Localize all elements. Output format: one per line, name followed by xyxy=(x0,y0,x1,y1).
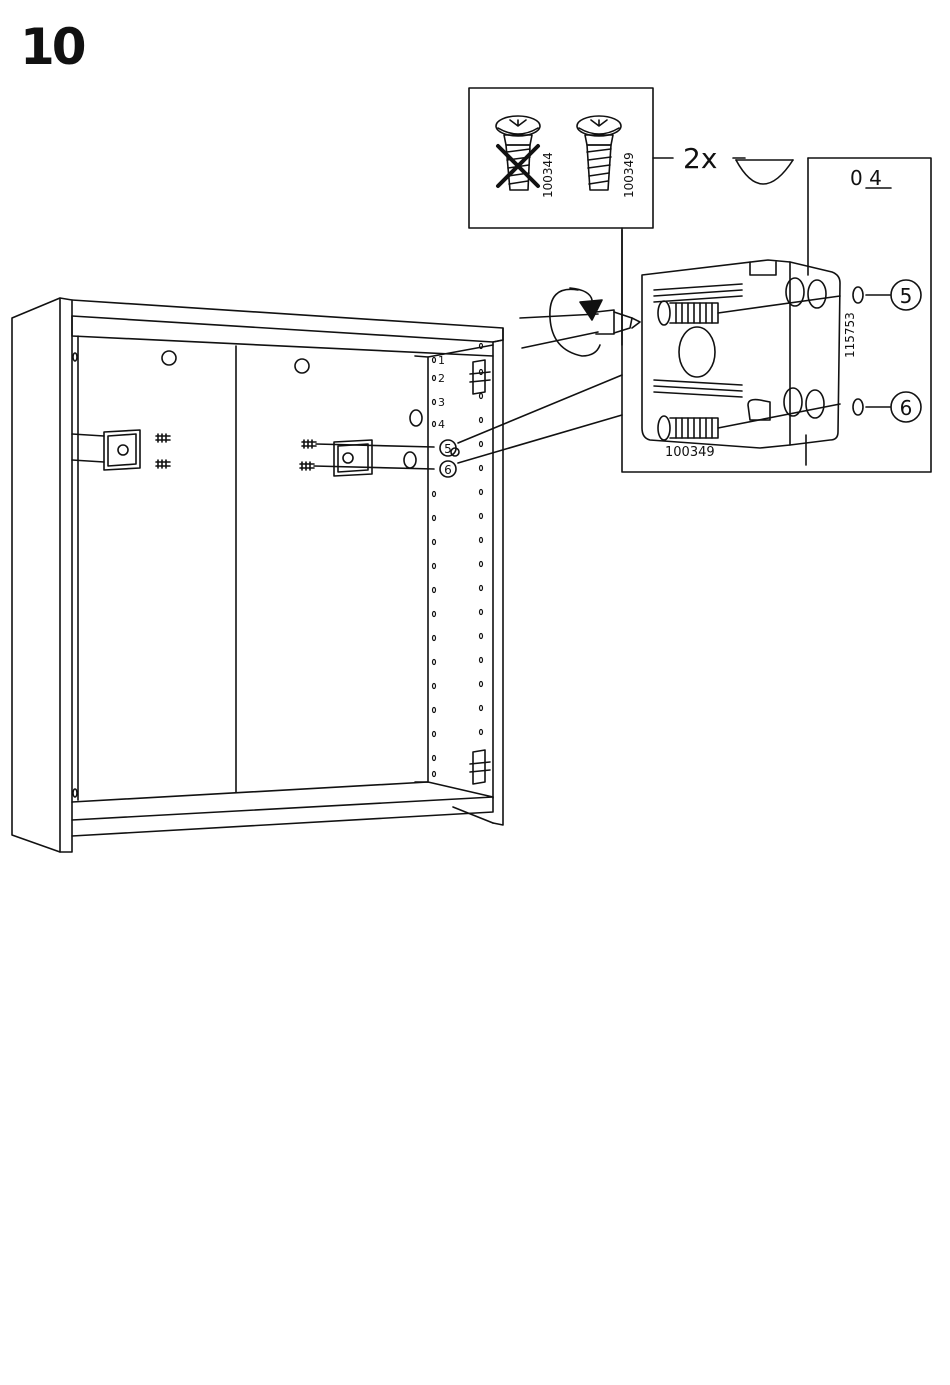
bracket-plate xyxy=(642,260,840,448)
cabinet-frame xyxy=(12,298,503,852)
detail-screw-code: 100349 xyxy=(665,445,715,460)
hole-label-3: 3 xyxy=(438,396,445,409)
hinge-plate-bottom-icon xyxy=(470,750,490,784)
correct-screw-icon xyxy=(577,116,621,190)
cabinet-callout-5: 5 xyxy=(444,442,452,456)
cabinet-holes xyxy=(73,344,483,798)
detail-callout-5: 5 xyxy=(900,284,913,308)
screw-selection-panel: 100344 100349 2x xyxy=(469,88,745,228)
cabinet-callout-6: 6 xyxy=(444,463,452,477)
rotation-arrow-icon xyxy=(550,288,602,356)
quantity-label: 2x xyxy=(683,142,717,175)
hole-label-2: 2 xyxy=(438,372,445,385)
hole-label-4: 4 xyxy=(438,418,445,431)
wrong-screw-code: 100344 xyxy=(541,152,555,198)
hinge-plate-top-icon xyxy=(470,360,490,394)
cabinet-bracket-left xyxy=(72,430,170,470)
detail-screw-top-icon xyxy=(658,301,718,325)
correct-screw-code: 100349 xyxy=(622,152,636,198)
detail-box: 0 4 xyxy=(622,158,931,472)
bracket-code: 115753 xyxy=(843,312,857,358)
hole-label-1: 1 xyxy=(438,354,445,367)
cabinet-bracket-right xyxy=(300,440,434,476)
detail-callout-6: 6 xyxy=(900,396,913,420)
hole-position-label: 0 4 xyxy=(850,166,882,190)
cross-mark-icon xyxy=(498,146,538,186)
detail-screw-bottom-icon xyxy=(658,416,718,440)
